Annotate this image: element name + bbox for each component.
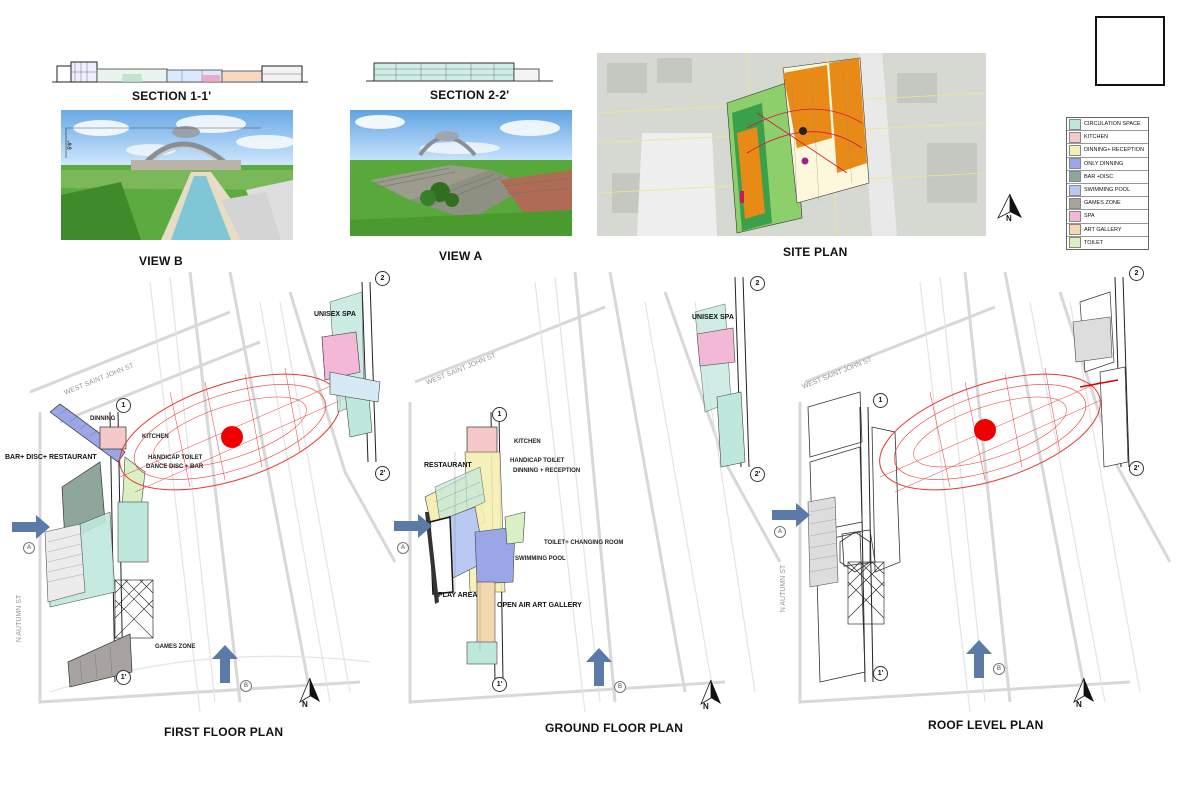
ff-entry-arrow-b [212, 645, 238, 688]
view-a-render [350, 110, 572, 236]
legend-item: ART GALLERY [1067, 224, 1148, 237]
legend-swatch [1069, 210, 1081, 222]
legend-item: KITCHEN [1067, 131, 1148, 145]
ground-floor-plan-drawing [395, 262, 785, 722]
ff-dance-disc-label: DANCE DISC + BAR [146, 464, 204, 470]
legend-label: DINNING+ RECEPTION [1084, 147, 1145, 154]
section-1-drawing [52, 60, 308, 84]
roof-level-title: ROOF LEVEL PLAN [928, 718, 1044, 732]
ff-handicap-toilet-label: HANDICAP TOILET [148, 455, 203, 461]
site-plan-map [597, 53, 986, 236]
legend-item: ONLY DINNING [1067, 158, 1148, 171]
view-b-dimension: 5'6" [67, 140, 74, 150]
gf-entry-arrow-a [394, 514, 432, 543]
legend-item: DINNING+ RECEPTION [1067, 144, 1148, 158]
gf-marker-b: B [614, 681, 626, 693]
ff-grid-mark-2-prime: 2' [375, 466, 390, 481]
legend-item: SPA [1067, 210, 1148, 224]
legend-item: BAR +DISC [1067, 171, 1148, 184]
legend-label: SPA [1084, 213, 1095, 220]
rl-north-label: N [1076, 700, 1082, 709]
rl-street-label-2: N AUTUMN ST [780, 564, 788, 613]
view-b-render [61, 110, 293, 240]
legend-label: CIRCULATION SPACE [1084, 121, 1141, 128]
legend-label: BAR +DISC [1084, 173, 1114, 180]
roof-level-plan-drawing [780, 262, 1175, 722]
legend-swatch [1069, 184, 1081, 196]
gf-handicap-toilet-label: HANDICAP TOILET [510, 458, 565, 464]
legend-item: SWIMMING POOL [1067, 184, 1148, 198]
ff-games-zone-label: GAMES ZONE [155, 644, 196, 650]
ff-street-label-2: N AUTUMN ST [16, 594, 24, 643]
view-b-title: VIEW B [139, 254, 183, 268]
ff-north-label: N [302, 700, 308, 709]
first-floor-plan-drawing [0, 262, 400, 722]
north-arrow-site [995, 192, 1025, 226]
section-1-title: SECTION 1-1' [132, 89, 212, 103]
rl-entry-arrow-b [966, 640, 992, 683]
gf-grid-mark-1-prime: 1' [492, 677, 507, 692]
gf-entry-arrow-b [586, 648, 612, 691]
gf-kitchen-label: KITCHEN [514, 439, 541, 445]
ff-grid-mark-1: 1 [116, 398, 131, 413]
ff-dinning-label: DINNING [90, 416, 116, 422]
gf-unisex-spa-label: UNISEX SPA [692, 314, 734, 321]
gf-restaurant-label: RESTAURANT [424, 462, 472, 469]
ff-unisex-spa-label: UNISEX SPA [314, 311, 356, 318]
north-label-site: N [1006, 214, 1012, 223]
legend-label: GAMES ZONE [1084, 200, 1121, 207]
legend-item: GAMES ZONE [1067, 197, 1148, 211]
ff-kitchen-label: KITCHEN [142, 434, 169, 440]
first-floor-title: FIRST FLOOR PLAN [164, 725, 284, 739]
gf-art-gallery-label: OPEN AIR ART GALLERY [497, 602, 582, 609]
ff-grid-mark-2: 2 [375, 271, 390, 286]
ff-marker-a: A [23, 542, 35, 554]
gf-dinning-reception-label: DINNING + RECEPTION [513, 468, 581, 474]
legend-label: TOILET [1084, 239, 1104, 246]
legend-swatch [1069, 118, 1081, 130]
rl-entry-arrow-a [772, 503, 810, 532]
gf-toilet-changing-label: TOILET+ CHANGING ROOM [544, 540, 624, 546]
title-block-box [1095, 16, 1165, 86]
rl-grid-mark-2: 2 [1129, 266, 1144, 281]
ff-entry-arrow-a [12, 515, 50, 544]
gf-play-area-label: PLAY AREA [438, 592, 478, 599]
gf-north-arrow [699, 679, 723, 715]
ff-grid-mark-1-prime: 1' [116, 670, 131, 685]
legend-swatch [1069, 171, 1081, 183]
site-plan-title: SITE PLAN [783, 245, 848, 259]
rl-north-arrow [1072, 677, 1096, 713]
gf-marker-a: A [397, 542, 409, 554]
rl-grid-mark-1-prime: 1' [873, 666, 888, 681]
legend-swatch [1069, 158, 1081, 170]
section-2-title: SECTION 2-2' [430, 88, 510, 102]
rl-marker-b: B [993, 663, 1005, 675]
legend-swatch [1069, 197, 1081, 209]
rl-marker-a: A [774, 526, 786, 538]
ff-north-arrow [298, 677, 322, 713]
gf-grid-mark-2: 2 [750, 276, 765, 291]
ground-floor-title: GROUND FLOOR PLAN [545, 721, 684, 735]
section-2-drawing [366, 60, 553, 82]
ff-bar-disc-label: BAR+ DISC+ RESTAURANT [5, 454, 97, 461]
gf-grid-mark-1: 1 [492, 407, 507, 422]
legend-label: SWIMMING POOL [1084, 187, 1131, 194]
ff-marker-b: B [240, 680, 252, 692]
legend-swatch [1069, 131, 1081, 143]
legend-item: TOILET [1067, 237, 1148, 249]
legend-label: ONLY DINNING [1084, 160, 1124, 167]
legend-item: CIRCULATION SPACE [1067, 118, 1148, 132]
rl-grid-mark-1: 1 [873, 393, 888, 408]
legend-label: KITCHEN [1084, 134, 1109, 141]
legend-label: ART GALLERY [1084, 226, 1122, 233]
gf-grid-mark-2-prime: 2' [750, 467, 765, 482]
legend: CIRCULATION SPACE KITCHEN DINNING+ RECEP… [1066, 117, 1149, 250]
legend-swatch [1069, 224, 1081, 236]
legend-swatch [1069, 144, 1081, 156]
gf-north-label: N [703, 702, 709, 711]
view-a-title: VIEW A [439, 249, 483, 263]
rl-grid-mark-2-prime: 2' [1129, 461, 1144, 476]
gf-swimming-pool-label: SWIMMING POOL [515, 556, 566, 562]
legend-swatch [1069, 237, 1081, 249]
